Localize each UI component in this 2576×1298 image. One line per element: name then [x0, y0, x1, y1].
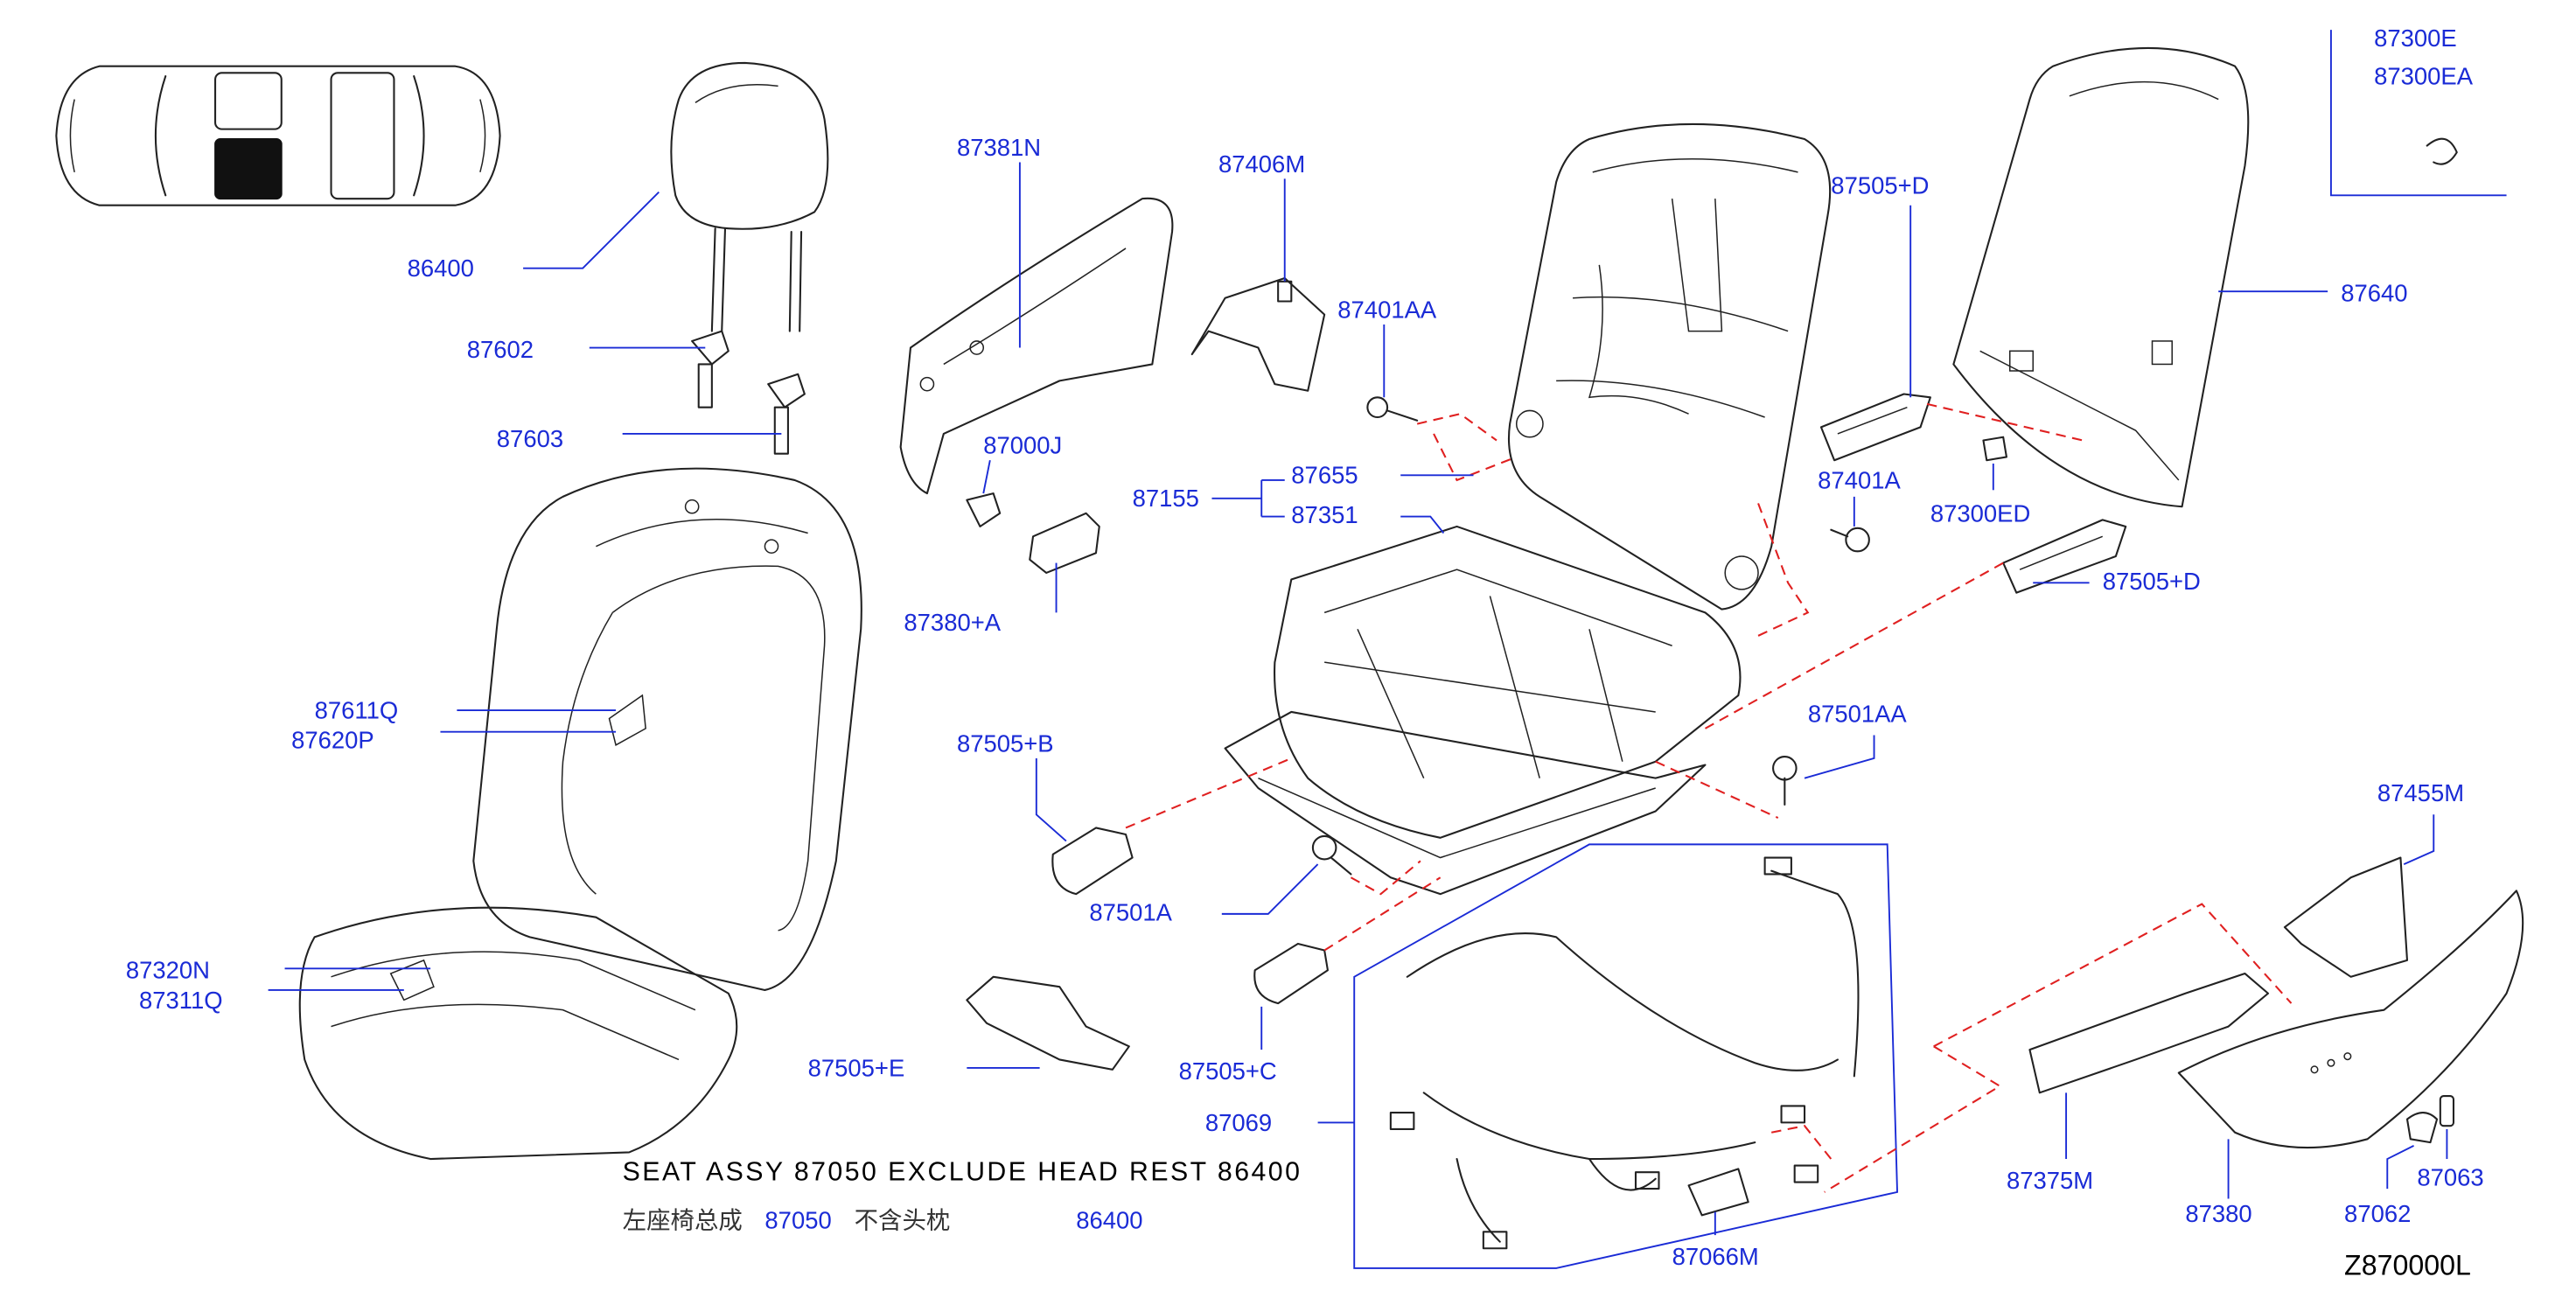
seat-assy-note-cn: 左座椅总成: [623, 1208, 743, 1235]
callout-87063: 87063: [2417, 1163, 2483, 1190]
callout-87320N: 87320N: [126, 957, 210, 984]
knob-87063: [2439, 1095, 2455, 1127]
diagram-code: Z870000L: [2344, 1250, 2471, 1281]
callout-87375M: 87375M: [2007, 1167, 2093, 1194]
seat-cushion-part: [298, 906, 738, 1161]
seat-back-frame-part: [1507, 122, 1832, 611]
cover-87505D-top: [1819, 393, 1931, 462]
callout-87401A: 87401A: [1818, 466, 1901, 493]
callout-87311Q: 87311Q: [139, 987, 223, 1014]
callout-87300EA: 87300EA: [2374, 63, 2474, 90]
cover-87505E: [966, 975, 1130, 1071]
callout-87455M: 87455M: [2377, 779, 2464, 806]
bolt-87501A: [1311, 834, 1352, 876]
side-shield-87380: [2177, 890, 2524, 1149]
headrest-part: [670, 61, 829, 332]
callout-87505D-right: 87505+D: [2103, 568, 2201, 595]
callout-87380A: 87380+A: [904, 609, 1001, 636]
callout-87351: 87351: [1291, 501, 1358, 528]
clip-87300ED: [1982, 436, 2007, 462]
callout-87062: 87062: [2344, 1200, 2411, 1227]
assembly-guides: [1125, 402, 2293, 1193]
bracket-87380A: [1029, 512, 1100, 574]
clip-87000J: [966, 492, 1002, 527]
callout-87620P: 87620P: [291, 727, 374, 754]
callout-87501A: 87501A: [1089, 898, 1172, 925]
callout-87505C: 87505+C: [1179, 1057, 1277, 1085]
knob-87062: [2405, 1111, 2439, 1144]
callout-87406M: 87406M: [1218, 150, 1305, 178]
leader-lines: [268, 30, 2507, 1236]
callout-87640: 87640: [2341, 280, 2407, 307]
callout-87155: 87155: [1133, 485, 1199, 512]
seat-cushion-frame-part: [1274, 525, 1742, 839]
callout-86400: 86400: [408, 255, 474, 282]
seat-back-cover-part: [472, 467, 862, 991]
callout-87300E: 87300E: [2374, 24, 2457, 52]
callout-87380: 87380: [2185, 1200, 2251, 1227]
seat-assy-note-cn-suffix: 不含头枕: [855, 1208, 951, 1235]
callout-87066M: 87066M: [1672, 1243, 1759, 1270]
headrest-guide-87603: [767, 373, 806, 455]
seat-assy-note-cn-headrest: 86400: [1076, 1207, 1142, 1234]
seat-rails-part: [1224, 710, 1707, 896]
callout-87069: 87069: [1205, 1109, 1272, 1136]
bolt-87401AA: [1366, 396, 1419, 422]
back-trim-87406M: [1190, 276, 1326, 392]
callout-87381N: 87381N: [957, 134, 1041, 161]
bolt-87401A: [1830, 527, 1870, 553]
bolt-87501AA: [1772, 756, 1798, 806]
callout-87602: 87602: [467, 336, 534, 363]
callout-87000J: 87000J: [983, 432, 1062, 459]
seat-assy-note-cn-code: 87050: [764, 1207, 831, 1234]
cover-87505B: [1051, 827, 1134, 896]
callout-87505E: 87505+E: [808, 1054, 905, 1081]
callout-87603: 87603: [497, 425, 563, 452]
vehicle-locator-icon: [55, 65, 501, 206]
callout-87505D-top: 87505+D: [1831, 171, 1929, 199]
back-panel-87640: [1952, 46, 2250, 508]
side-shield-87375M: [2028, 972, 2270, 1094]
headrest-guide-87602: [691, 330, 730, 408]
back-side-bracket-87381N: [899, 197, 1174, 495]
clip-87300E: [2426, 137, 2458, 165]
wire-harness-87069: [1353, 843, 1899, 1269]
cover-87505D-right: [2002, 519, 2127, 594]
callout-87501AA: 87501AA: [1808, 700, 1908, 727]
callout-87401AA: 87401AA: [1337, 296, 1437, 323]
callout-87655: 87655: [1291, 462, 1358, 489]
cover-87505C: [1253, 942, 1329, 1005]
callout-87505B: 87505+B: [957, 729, 1054, 757]
seat-assy-note: SEAT ASSY 87050 EXCLUDE HEAD REST 86400: [623, 1158, 1302, 1187]
callout-87300ED: 87300ED: [1930, 499, 2030, 527]
bracket-87455M: [2283, 856, 2409, 978]
callout-87611Q: 87611Q: [315, 697, 399, 724]
